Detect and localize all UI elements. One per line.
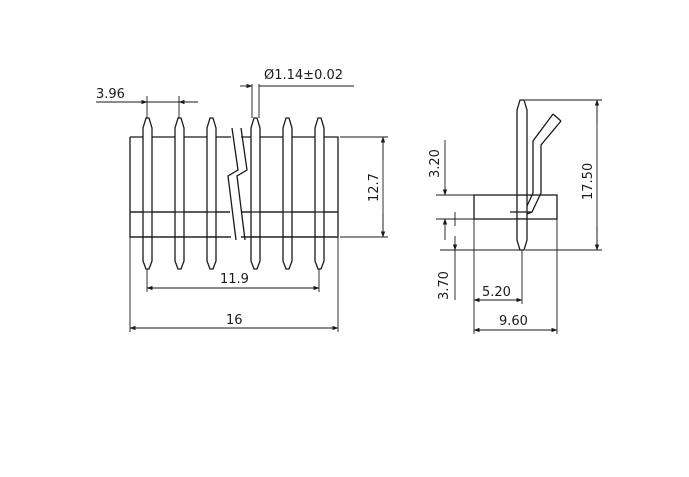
front-view xyxy=(129,117,339,270)
dim-total-height-label: 17.50 xyxy=(581,163,596,200)
dim-pitch: 3.96 xyxy=(96,87,198,118)
dim-housing-height-label: 12.7 xyxy=(367,173,382,202)
dim-lower-offset: 3.70 xyxy=(437,212,520,300)
dim-pitch-label: 3.96 xyxy=(96,87,125,102)
dim-housing-depth: 5.20 xyxy=(473,219,523,334)
dim-pin-span: 11.9 xyxy=(146,269,320,292)
dim-upper-offset: 3.20 xyxy=(428,140,474,240)
front-pins xyxy=(142,117,325,270)
dim-overall-length: 16 xyxy=(129,237,339,332)
side-view xyxy=(473,99,562,251)
dim-total-depth-label: 9.60 xyxy=(499,314,528,329)
dim-overall-length-label: 16 xyxy=(226,313,243,328)
dim-total-depth: 9.60 xyxy=(473,219,558,334)
dim-pin-diameter-label: Ø1.14±0.02 xyxy=(264,68,343,83)
dim-lower-offset-label: 3.70 xyxy=(437,271,452,300)
dim-housing-depth-label: 5.20 xyxy=(482,285,511,300)
dim-total-height: 17.50 xyxy=(525,99,602,251)
dim-pin-span-label: 11.9 xyxy=(220,272,249,287)
dim-housing-height: 12.7 xyxy=(340,136,388,238)
dim-upper-offset-label: 3.20 xyxy=(428,149,443,178)
dim-pin-diameter: Ø1.14±0.02 xyxy=(240,68,354,118)
